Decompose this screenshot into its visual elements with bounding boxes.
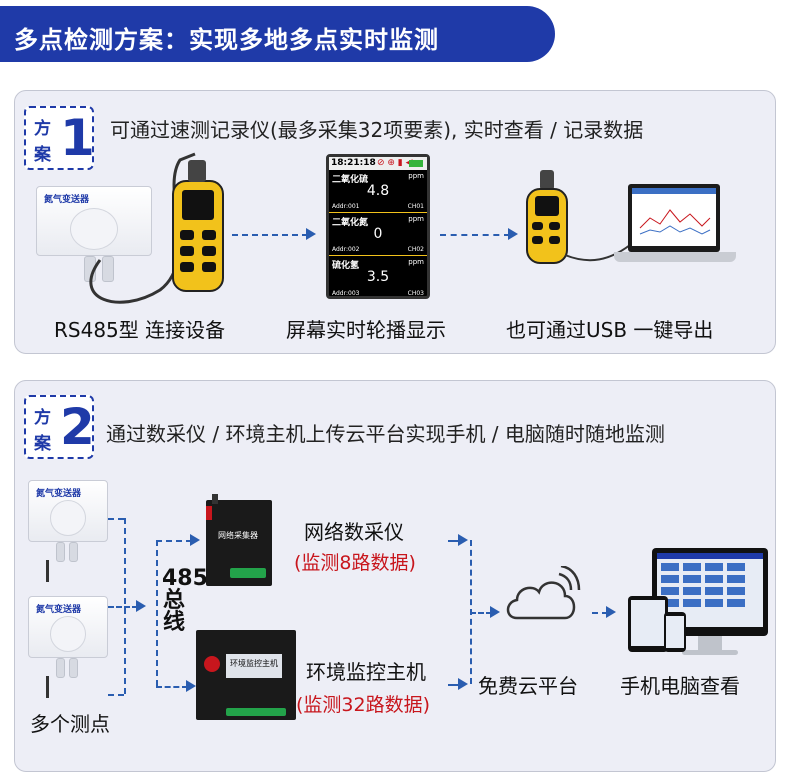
arrow-icon — [606, 606, 616, 618]
channel-id: CH03 — [407, 290, 424, 297]
sensor-brand: 氮气变送器 — [44, 195, 90, 205]
collector-device-text: 网络采集器 — [218, 531, 258, 540]
network-collector: 网络采集器 — [206, 500, 272, 586]
header-bar: 多点检测方案：实现多地多点实时监测 — [0, 6, 555, 62]
sensor-probe — [56, 542, 80, 564]
status-icons: ⊘ ⊕ ▮ ◀ — [377, 158, 413, 168]
arrow-icon — [490, 606, 500, 618]
antenna-icon — [212, 494, 218, 504]
collector-label: 网络数采仪 — [304, 520, 404, 544]
channel-unit: ppm — [408, 172, 424, 180]
sensor-device: 氮气变送器 — [36, 186, 152, 256]
channel-id: CH02 — [407, 246, 424, 253]
tablet — [628, 596, 668, 652]
channel-addr: Addr:003 — [332, 290, 360, 297]
arrow-icon — [186, 680, 196, 692]
sensor-brand: 氮气变送器 — [36, 489, 82, 499]
plan1-description: 可通过速测记录仪(最多采集32项要素), 实时查看 / 记录数据 — [110, 118, 644, 142]
channel-name: 硫化氢 — [332, 261, 360, 271]
badge-char-bottom: 案 — [34, 145, 51, 165]
arrow-icon — [458, 678, 468, 690]
display-time: 18:21:18 — [331, 158, 376, 168]
laptop-chart-icon — [632, 188, 716, 235]
sensor-probe — [56, 658, 80, 680]
handheld-meter — [526, 188, 568, 264]
arrow-icon — [136, 600, 146, 612]
plan2-badge: 方 案 2 — [24, 395, 95, 459]
plan2-panel — [14, 380, 776, 772]
host-sub: (监测32路数据) — [296, 694, 431, 716]
battery-icon — [409, 160, 423, 167]
channel-value: 4.8 — [366, 183, 390, 199]
badge-number: 1 — [60, 109, 95, 167]
caption-export: 也可通过USB 一键导出 — [506, 318, 714, 342]
laptop-base — [614, 252, 736, 262]
sensor-device: 氮气变送器 — [28, 596, 108, 658]
channel-id: CH01 — [407, 203, 424, 210]
badge-char-top: 方 — [34, 119, 51, 139]
arrow-icon — [508, 228, 518, 240]
arrow-icon — [306, 228, 316, 240]
page-title: 多点检测方案：实现多地多点实时监测 — [14, 26, 439, 54]
collector-sub: (监测8路数据) — [294, 552, 416, 574]
channel-unit: ppm — [408, 215, 424, 223]
badge-number: 2 — [60, 398, 95, 456]
badge-char-top: 方 — [34, 408, 51, 428]
environment-host: 环境监控主机 — [196, 630, 296, 720]
meter-connector — [188, 160, 206, 182]
channel-name: 二氧化氮 — [332, 218, 369, 228]
channel-row: 二氧化硫 ppm 4.8 Addr:001 CH01 — [329, 170, 427, 213]
cloud-icon — [506, 566, 581, 620]
view-label: 手机电脑查看 — [620, 674, 740, 698]
plan2-description: 通过数采仪 / 环境主机上传云平台实现手机 / 电脑随时随地监测 — [106, 422, 665, 446]
dashboard-grid-icon — [657, 553, 763, 607]
channel-value: 0 — [373, 226, 383, 242]
meter-display: 18:21:18 ⊘ ⊕ ▮ ◀ 二氧化硫 ppm 4.8 Addr:001 C… — [326, 154, 430, 299]
caption-display: 屏幕实时轮播显示 — [286, 318, 446, 342]
badge-char-bottom: 案 — [34, 434, 51, 454]
host-label: 环境监控主机 — [306, 660, 426, 684]
arrow-icon — [458, 534, 468, 546]
channel-unit: ppm — [408, 258, 424, 266]
channel-row: 二氧化氮 ppm 0 Addr:002 CH02 — [329, 213, 427, 256]
plan1-badge: 方 案 1 — [24, 106, 95, 170]
channel-addr: Addr:001 — [332, 203, 360, 210]
host-device-text: 环境监控主机 — [230, 659, 278, 668]
meter-connector — [540, 170, 554, 190]
channel-name: 二氧化硫 — [332, 175, 369, 185]
cloud-label: 免费云平台 — [478, 674, 578, 698]
handheld-meter — [172, 180, 224, 292]
caption-points: 多个测点 — [30, 712, 110, 736]
usb-cable — [564, 244, 631, 262]
laptop — [628, 184, 720, 252]
caption-connect: RS485型 连接设备 — [54, 318, 226, 342]
channel-row: 硫化氢 ppm 3.5 Addr:003 CH03 — [329, 256, 427, 299]
phone — [664, 612, 686, 652]
channel-value: 3.5 — [366, 269, 390, 285]
sensor-brand: 氮气变送器 — [36, 605, 82, 615]
sensor-device: 氮气变送器 — [28, 480, 108, 542]
channel-addr: Addr:002 — [332, 246, 360, 253]
bus-label: 485总线 — [162, 566, 208, 635]
arrow-icon — [190, 534, 200, 546]
